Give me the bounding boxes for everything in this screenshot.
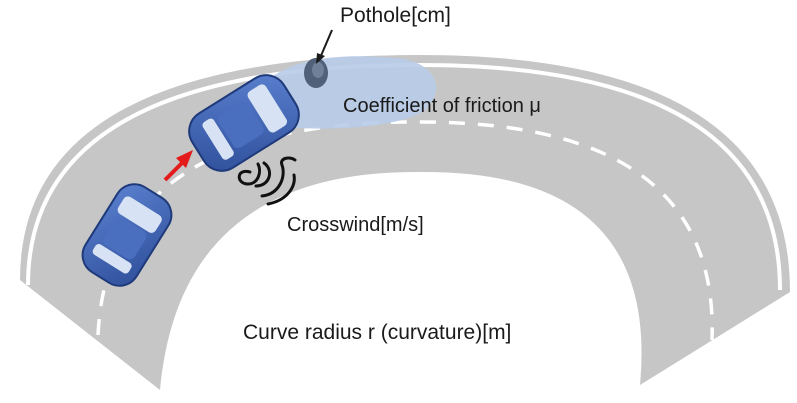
direction-arrow-icon: [163, 150, 193, 182]
road-edge-inner: [168, 179, 634, 389]
curve-radius-label: Curve radius r (curvature)[m]: [243, 321, 512, 344]
pothole-label: Pothole[cm]: [340, 4, 451, 27]
car-trailing-icon: [81, 183, 173, 287]
pothole-pointer-arrow: [316, 29, 333, 64]
wind-icon: [237, 156, 297, 206]
car-lead-icon: [188, 74, 300, 172]
friction-label: Coefficient of friction μ: [343, 95, 541, 117]
pothole-highlight: [312, 62, 324, 78]
crosswind-label: Crosswind[m/s]: [287, 214, 424, 236]
